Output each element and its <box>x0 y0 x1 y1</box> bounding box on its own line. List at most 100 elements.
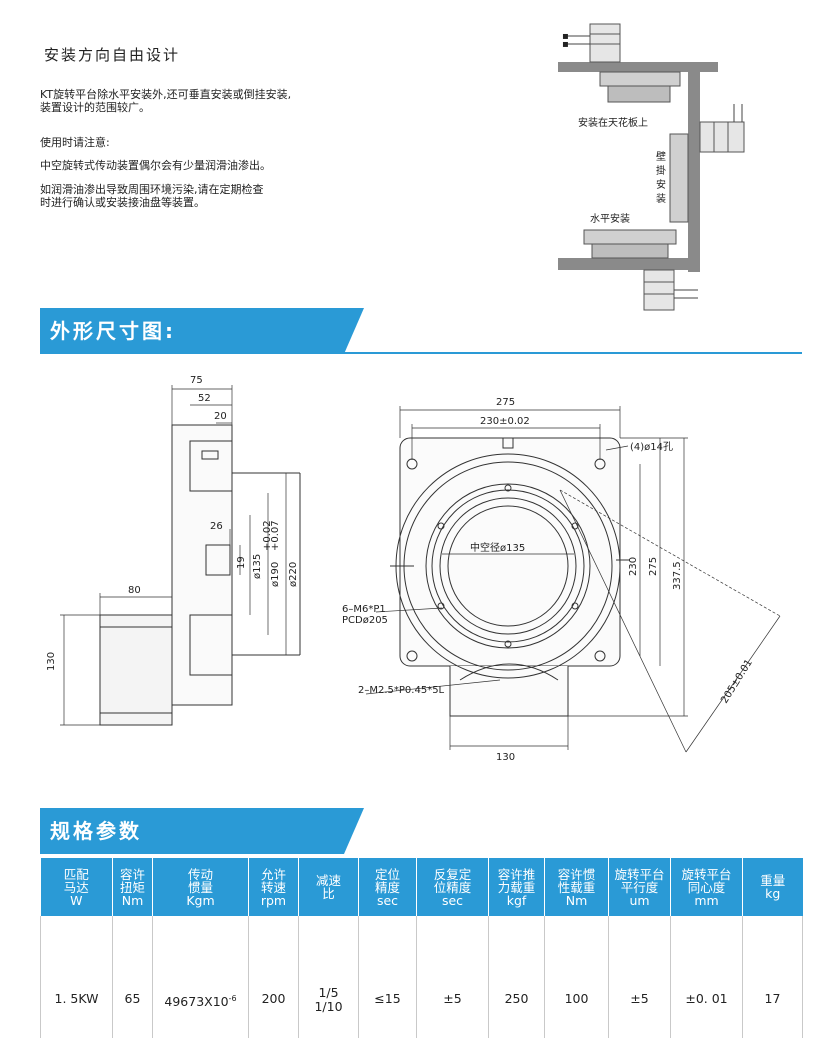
inertia-base: 49673X10 <box>164 994 229 1010</box>
ceiling-plate <box>558 62 718 72</box>
spec-header-line: 马达 <box>63 879 89 895</box>
dim-337: 337.5 <box>672 561 683 590</box>
label-wall-2: 掛 <box>656 164 666 177</box>
inertia-exp: -6 <box>228 994 237 1003</box>
label-wall-1: 壁 <box>656 150 666 163</box>
wall-motor <box>699 121 745 153</box>
section-header-dimensions: 外形尺寸图: <box>40 308 364 354</box>
ceiling-motor <box>589 23 621 63</box>
spec-header-line: 精度 <box>374 879 400 895</box>
spec-header-line: 力载重 <box>497 879 536 895</box>
spec-header-line: 容许惯 <box>557 866 596 882</box>
section-header-specs: 规格参数 <box>40 808 364 854</box>
installation-orientation-diagram: ▪ ▪ 安装在天花板上 壁 掛 安 装 水平安装 <box>558 23 745 311</box>
spec-header-line: W <box>70 892 83 908</box>
cell-motor: 1. 5KW <box>40 916 113 1038</box>
cell-concentric: ±0. 01 <box>670 916 743 1038</box>
spec-header-line: 匹配 <box>63 866 89 882</box>
spec-header-line: 位精度 <box>433 879 472 895</box>
spec-header-cell: 减速比 <box>298 858 359 916</box>
cell-parallel: ±5 <box>608 916 671 1038</box>
dim-26: 26 <box>210 521 223 532</box>
cell-repeat: ±5 <box>416 916 489 1038</box>
dim-52: 52 <box>198 393 211 404</box>
spec-header-line: 旋转平台 <box>681 866 732 882</box>
front-view-drawing: 275 230±0.02 (4)ø14孔 中空径ø135 230 275 337… <box>342 397 781 763</box>
label-wall-3: 安 <box>656 178 666 191</box>
spec-header-line: 惯量 <box>187 879 213 895</box>
cell-positioning: ≤15 <box>358 916 417 1038</box>
spec-header-line: 扭矩 <box>119 879 145 895</box>
spec-header-line: 重量 <box>760 873 786 888</box>
spec-header-line: 允许 <box>260 866 286 882</box>
intro-paragraph-oil: 中空旋转式传动装置偶尔会有少量润滑油渗出。 <box>40 159 271 172</box>
m25-note: 2–M2.5*P0.45*5L <box>358 685 445 696</box>
spec-header-line: Nm <box>121 892 144 908</box>
spec-header-line: kgf <box>506 892 527 908</box>
spec-header-line: Nm <box>565 892 588 908</box>
dim-230-vertical: 230 <box>628 557 639 576</box>
dim-75: 75 <box>190 375 203 386</box>
intro-line: 如润滑油渗出导致周围环境污染,请在定期检查 <box>40 183 264 196</box>
dim-135: ø135 <box>252 554 263 579</box>
floor-plate <box>558 258 700 270</box>
dim-190: ø190 <box>270 562 281 587</box>
intro-paragraph-install: KT旋转平台除水平安装外,还可垂直安装或倒挂安装, 装置设计的范围较广。 <box>40 88 291 114</box>
cell-inertia-load: 100 <box>544 916 609 1038</box>
spec-header-line: sec <box>376 892 399 908</box>
spec-header-line: 传动 <box>187 866 213 882</box>
ratio-2: 1/10 <box>314 999 343 1014</box>
spec-header-line: Kgm <box>186 892 215 908</box>
cell-speed: 200 <box>248 916 299 1038</box>
ratio-1: 1/5 <box>318 985 339 1000</box>
intro-line: KT旋转平台除水平安装外,还可垂直安装或倒挂安装, <box>40 88 292 101</box>
dim-275-vertical: 275 <box>648 557 659 576</box>
dim-130-bottom: 130 <box>496 752 515 763</box>
dim-130: 130 <box>46 652 57 671</box>
dim-190-tol-lower: +0.07 <box>270 520 281 551</box>
cell-torque: 65 <box>112 916 153 1038</box>
label-horizontal: 水平安装 <box>590 212 630 225</box>
label-ceiling: 安装在天花板上 <box>578 116 648 129</box>
intro-line: 时进行确认或安装接油盘等装置。 <box>40 196 205 209</box>
dim-80: 80 <box>128 585 141 596</box>
spec-header-line: 转速 <box>260 879 286 895</box>
dim-190-tol-upper: +0.02 <box>262 520 273 551</box>
floor-motor <box>643 269 675 311</box>
intro-line: 装置设计的范围较广。 <box>40 101 150 114</box>
dim-230-top: 230±0.02 <box>480 416 530 427</box>
hole-note: (4)ø14孔 <box>630 441 673 453</box>
spec-header-line: sec <box>441 892 464 908</box>
spec-header-line: rpm <box>260 892 287 908</box>
intro-title: 安装方向自由设计 <box>44 46 181 64</box>
section-divider <box>40 352 802 354</box>
floor-stage <box>583 229 677 245</box>
spec-header-line: 定位 <box>374 866 400 882</box>
hollow-diameter: 中空径ø135 <box>470 541 525 554</box>
cell-thrust: 250 <box>488 916 545 1038</box>
svg-text:▪: ▪ <box>562 39 569 50</box>
svg-text:▪: ▪ <box>562 31 569 42</box>
intro-paragraph-check: 如润滑油渗出导致周围环境污染,请在定期检查 时进行确认或安装接油盘等装置。 <box>40 183 264 209</box>
dim-205: 205±0.01 <box>719 658 755 706</box>
m6-note-line2: PCDø205 <box>342 615 388 626</box>
dim-220: ø220 <box>288 562 299 587</box>
wall-plate <box>688 62 700 272</box>
label-wall-4: 装 <box>656 192 666 205</box>
spec-header-line: 同心度 <box>687 879 726 895</box>
side-view-drawing: 75 52 20 26 80 130 19 ø135 ø190 +0.02 +0… <box>46 375 301 726</box>
spec-header-line: 容许推 <box>497 866 536 882</box>
